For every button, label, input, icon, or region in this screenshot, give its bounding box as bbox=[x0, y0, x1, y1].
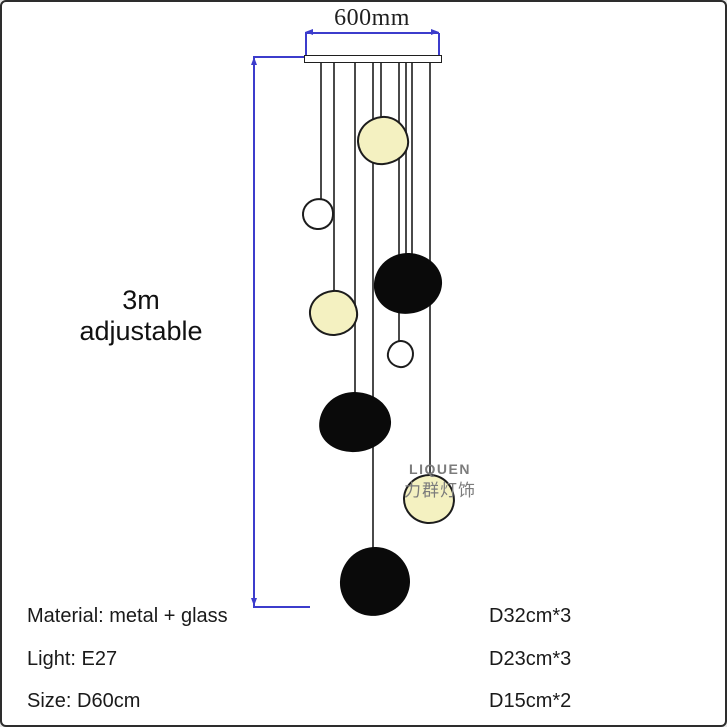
watermark-brand: LIQUEN bbox=[409, 461, 471, 477]
black-globe-6 bbox=[317, 390, 393, 454]
cream-globe-4 bbox=[306, 287, 360, 339]
cord-4 bbox=[372, 63, 374, 548]
white-globe-5 bbox=[384, 338, 416, 370]
cord-5 bbox=[380, 63, 382, 117]
cord-1 bbox=[320, 63, 322, 199]
dim-arrow-down-icon bbox=[250, 598, 257, 606]
height-label-line2: adjustable bbox=[79, 316, 203, 346]
spec-material: Material: metal + glass bbox=[27, 605, 228, 627]
cord-8 bbox=[411, 63, 413, 258]
dim-arrow-right-icon bbox=[431, 29, 439, 35]
spec-globe-d23: D23cm*3 bbox=[489, 648, 572, 670]
spec-size: Size: D60cm bbox=[27, 690, 141, 712]
height-dimension-label: 3m adjustable bbox=[58, 285, 224, 347]
watermark-brand-chinese: 力群灯饰 bbox=[404, 481, 476, 500]
width-extension-left bbox=[305, 33, 307, 55]
width-extension-right bbox=[438, 33, 440, 55]
spec-globe-d32: D32cm*3 bbox=[489, 605, 572, 627]
cream-globe-1 bbox=[355, 113, 411, 167]
ceiling-plate bbox=[304, 55, 442, 63]
white-globe-2 bbox=[300, 196, 336, 232]
cord-3 bbox=[354, 63, 356, 393]
spec-globe-d15: D15cm*2 bbox=[489, 690, 572, 712]
dim-arrow-left-icon bbox=[305, 29, 313, 35]
height-dimension-line bbox=[253, 57, 255, 606]
black-globe-8 bbox=[338, 545, 412, 617]
height-label-line1: 3m bbox=[122, 285, 160, 315]
height-extension-top bbox=[253, 56, 304, 58]
width-dimension-label: 600mm bbox=[334, 5, 410, 31]
dim-arrow-up-icon bbox=[250, 57, 257, 65]
spec-light: Light: E27 bbox=[27, 648, 118, 670]
height-extension-bottom bbox=[253, 606, 310, 608]
black-globe-3 bbox=[372, 250, 444, 316]
width-dimension-line bbox=[305, 32, 439, 34]
cord-7 bbox=[405, 63, 407, 258]
cord-6 bbox=[398, 63, 400, 342]
cord-2 bbox=[333, 63, 335, 291]
